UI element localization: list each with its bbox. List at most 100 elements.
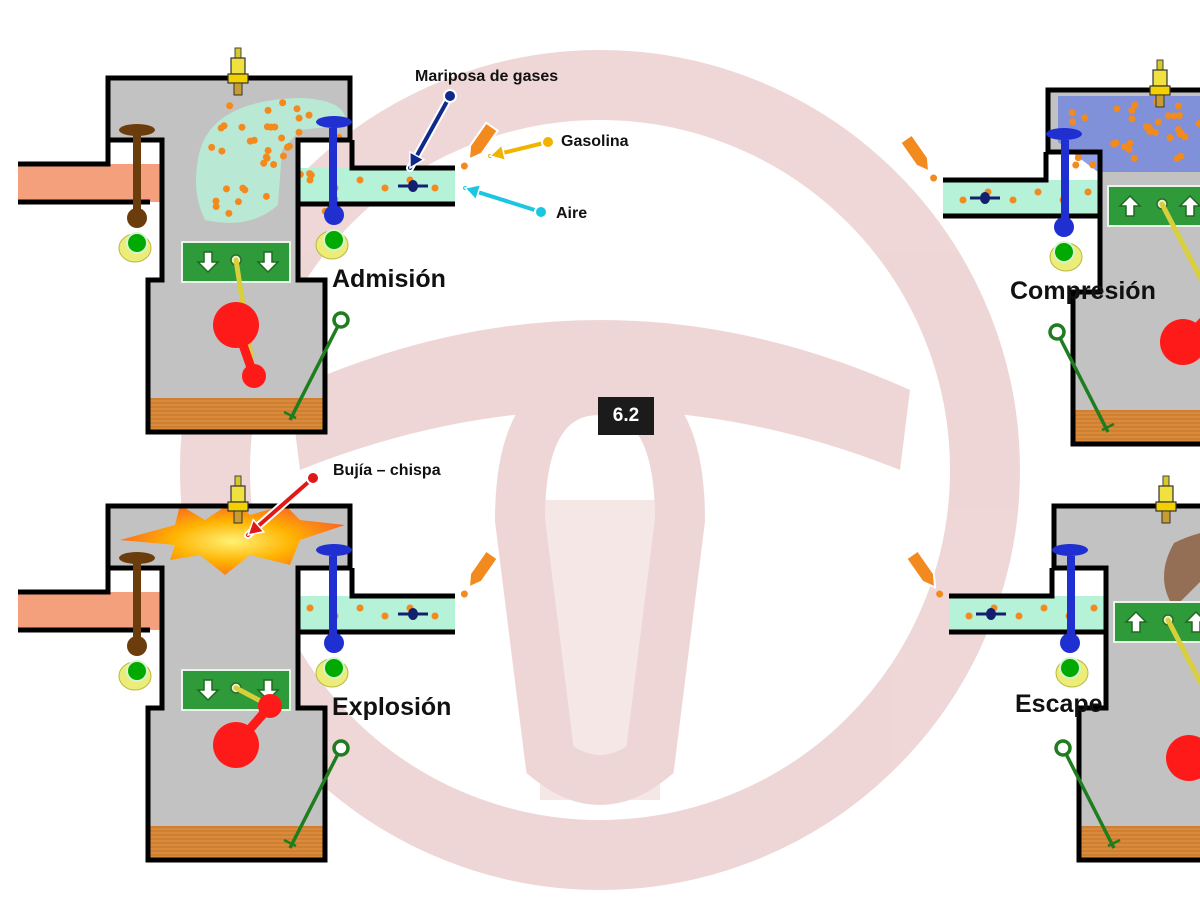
compressed-fuel-droplet (1121, 143, 1129, 151)
compressed-fuel-droplet (1131, 101, 1139, 109)
cloud-fuel-droplet (212, 203, 220, 211)
intake-valve-head (1052, 544, 1088, 556)
cloud-fuel-droplet (260, 159, 268, 167)
right-port-fill (943, 180, 1100, 216)
dipstick-rod (1062, 749, 1116, 849)
callout-fuel: Gasolina (561, 133, 629, 150)
logo-center-column (540, 500, 660, 800)
piston-arrow-left-icon (1184, 610, 1200, 633)
dipstick-rod (288, 321, 342, 421)
cloud-fuel-droplet (262, 192, 270, 200)
compressed-fuel-droplet (1113, 105, 1121, 113)
right-port-walls (298, 568, 455, 635)
right-port-walls (949, 568, 1106, 635)
cloud-fuel-droplet (208, 143, 216, 151)
compressed-fuel-droplet (1146, 127, 1154, 135)
intake-valve-stem (1067, 556, 1075, 638)
dipstick-rod (288, 749, 342, 849)
stroke-label-explosion: Explosión (332, 693, 452, 721)
engine-block-fill (1054, 506, 1200, 860)
piston-arrow-right-icon (256, 251, 280, 274)
compressed-fuel-droplet (1068, 109, 1076, 117)
air-fuel-cloud (196, 98, 346, 223)
dipstick-rod (1056, 333, 1110, 433)
compressed-fuel-droplet (1128, 115, 1136, 123)
dipstick-tip (1101, 422, 1115, 432)
callout-knob (443, 89, 457, 103)
compressed-fuel-droplet (1112, 139, 1120, 147)
crankshaft (213, 302, 259, 348)
cloud-fuel-droplet (225, 209, 233, 217)
piston-arrow-right-icon (1118, 194, 1142, 217)
plug-thread (233, 82, 243, 96)
compressed-fuel-droplet (1175, 112, 1183, 120)
callout-spark: Bujía – chispa (333, 462, 441, 479)
cam-shaft (323, 657, 345, 679)
intake-valve-stem (329, 128, 337, 210)
cloud-fuel-droplet (218, 147, 226, 155)
cloud-fuel-droplet (285, 142, 293, 150)
callout-knob (541, 135, 555, 149)
nozzle-drop (460, 162, 468, 170)
dipstick-ring (332, 739, 350, 757)
stroke-label-compresion: Compresión (1010, 277, 1156, 305)
connecting-rod (1159, 201, 1200, 283)
plug-insulator (1158, 485, 1174, 503)
compressed-fuel-droplet (1068, 118, 1076, 126)
intake-cam-icon (315, 229, 349, 260)
cloud-fuel-droplet (279, 99, 287, 107)
cam-shaft (323, 229, 345, 251)
cloud-fuel-droplet (278, 134, 286, 142)
cam-shaft (1053, 241, 1075, 263)
spark-plug-icon (1155, 475, 1177, 524)
fuel-nozzle-icon (898, 133, 938, 182)
nozzle-body (904, 549, 937, 590)
crank-pin (258, 694, 282, 718)
plug-insulator (230, 57, 246, 75)
exhaust-valve-stem (133, 132, 141, 214)
spark-plug-icon (227, 47, 249, 96)
logo-center-arch (494, 364, 706, 805)
plug-terminal (234, 47, 242, 59)
intake-valve-tip (1054, 217, 1074, 237)
piston-arrow-left-icon (196, 679, 220, 702)
steering-wheel-logo (180, 50, 1020, 890)
cloud-fuel-droplet (220, 122, 228, 130)
compressed-fuel-droplet (1130, 154, 1138, 162)
compressed-fuel-droplet (1170, 112, 1178, 120)
right-port-fill (298, 168, 455, 204)
intake-valve-head (316, 544, 352, 556)
compressed-fuel-droplet (1151, 129, 1159, 137)
engine-compresion (898, 59, 1200, 447)
engine-escape (904, 475, 1200, 863)
left-port-walls (18, 140, 150, 205)
cloud-fuel-droplet (246, 137, 254, 145)
compressed-fuel-droplet (1089, 161, 1097, 169)
combustion-flame (120, 500, 345, 575)
crankshaft (1160, 319, 1200, 365)
compressed-fuel-droplet (1174, 125, 1182, 133)
pipe-fuel-droplet (965, 612, 973, 620)
logo-outer-ring (180, 50, 1020, 890)
spark-plug-icon (1149, 59, 1171, 108)
callout-arrow-spark (244, 471, 320, 539)
callout-arrow-air (461, 183, 548, 219)
pipe-fuel-droplet (431, 184, 439, 192)
intake-valve-tip (1060, 633, 1080, 653)
nozzle-drop (936, 590, 944, 598)
intake-valve-stem (1061, 140, 1069, 222)
dipstick-tip (1107, 838, 1121, 848)
compressed-fuel-droplet (1081, 114, 1089, 122)
piston-arrow-left-icon (1178, 194, 1200, 217)
fuel-nozzle-icon (460, 121, 500, 170)
pipe-fuel-droplet (381, 184, 389, 192)
exhaust-valve-tip (127, 636, 147, 656)
cloud-fuel-droplet (212, 197, 220, 205)
compressed-fuel-droplet (1173, 154, 1181, 162)
crank-pin (242, 364, 266, 388)
intake-valve-head (316, 116, 352, 128)
callout-arrows (244, 89, 555, 539)
intake-valve-head (1046, 128, 1082, 140)
throttle-butterfly-icon (408, 608, 418, 620)
cloud-fuel-droplet (295, 128, 303, 136)
